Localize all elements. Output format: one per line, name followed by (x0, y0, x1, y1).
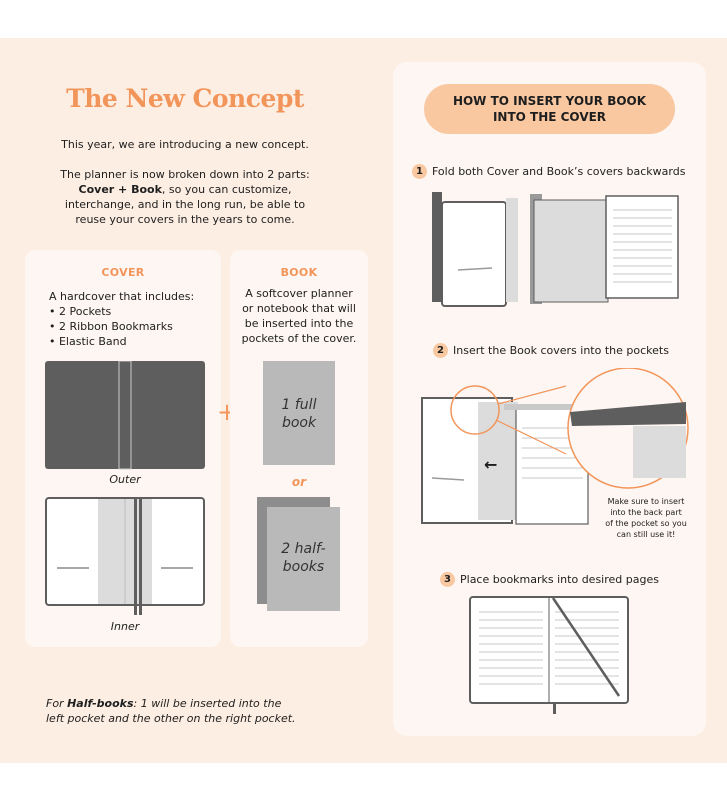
cover-item: • Elastic Band (49, 335, 127, 348)
cover-desc: A hardcover that includes: • 2 Pockets •… (49, 289, 219, 349)
full-book-line: 1 full (281, 397, 317, 413)
footer-pre: For (46, 697, 68, 710)
book-desc: A softcover planner or notebook that wil… (230, 286, 368, 346)
note-line: of the pocket so you (605, 519, 687, 528)
footer-line-2: left pocket and the other on the right p… (46, 712, 296, 725)
step-1: 1 Fold both Cover and Book’s covers back… (412, 164, 685, 179)
page-title: The New Concept (66, 84, 304, 113)
step-text: Place bookmarks into desired pages (460, 573, 659, 586)
book-desc-line: or notebook that will (242, 302, 356, 315)
intro-line-3: Cover + Book, so you can customize, (40, 182, 330, 197)
book-title: BOOK (280, 266, 318, 279)
cover-item: • 2 Ribbon Bookmarks (49, 320, 173, 333)
step-1-illustration (432, 192, 679, 307)
cover-desc-line: A hardcover that includes: (49, 290, 195, 303)
heading-line: HOW TO INSERT YOUR BOOK (452, 94, 647, 108)
intro-line-3-rest: , so you can customize, (161, 183, 292, 196)
step-number: 2 (433, 343, 448, 358)
heading-line: INTO THE COVER (492, 110, 607, 124)
intro-line-2: The planner is now broken down into 2 pa… (60, 168, 310, 181)
step-2-illustration (421, 368, 689, 525)
step-2: 2 Insert the Book covers into the pocket… (433, 343, 669, 358)
book-desc-line: pockets of the cover. (241, 332, 357, 345)
note-line: can still use it! (616, 530, 676, 539)
step-number: 3 (440, 572, 455, 587)
outer-label: Outer (109, 473, 141, 486)
or-label: or (291, 475, 307, 489)
arrow-icon: ← (484, 455, 498, 474)
intro-bold: Cover + Book (78, 183, 162, 196)
inner-label: Inner (110, 620, 140, 633)
step-number: 1 (412, 164, 427, 179)
note-line: into the back part (610, 508, 682, 517)
half-book-line: books (282, 559, 325, 575)
half-book-line: 2 half- (281, 541, 326, 557)
full-book-label: 1 full book (263, 396, 335, 432)
step-3-illustration (469, 596, 629, 714)
intro-line-4: interchange, and in the long run, be abl… (64, 198, 306, 211)
footer-line-1: For Half-books: 1 will be inserted into … (46, 696, 336, 711)
book-desc-line: be inserted into the (244, 317, 354, 330)
intro-line-1: This year, we are introducing a new conc… (61, 138, 309, 151)
step-3: 3 Place bookmarks into desired pages (440, 572, 659, 587)
footer-note: For Half-books: 1 will be inserted into … (46, 696, 336, 726)
full-book-line: book (281, 415, 317, 431)
cover-title: COVER (101, 266, 145, 279)
book-desc-line: A softcover planner (245, 287, 353, 300)
intro-text: This year, we are introducing a new conc… (40, 137, 330, 227)
footer-post: : 1 will be inserted into the (133, 697, 282, 710)
half-book-front (267, 507, 340, 611)
intro-line-5: reuse your covers in the years to come. (75, 213, 295, 226)
cover-inner-illustration (45, 497, 205, 615)
cover-outer-illustration (45, 361, 205, 470)
footer-bold: Half-books (67, 697, 134, 710)
cover-item: • 2 Pockets (49, 305, 112, 318)
note-line: Make sure to insert (607, 497, 685, 506)
pocket-note: Make sure to insert into the back part o… (601, 496, 691, 540)
instructions-heading: HOW TO INSERT YOUR BOOK INTO THE COVER (424, 84, 675, 134)
full-book-illustration (263, 361, 335, 465)
step-text: Fold both Cover and Book’s covers backwa… (432, 165, 686, 178)
step-text: Insert the Book covers into the pockets (453, 344, 669, 357)
half-book-label: 2 half- books (267, 540, 340, 576)
